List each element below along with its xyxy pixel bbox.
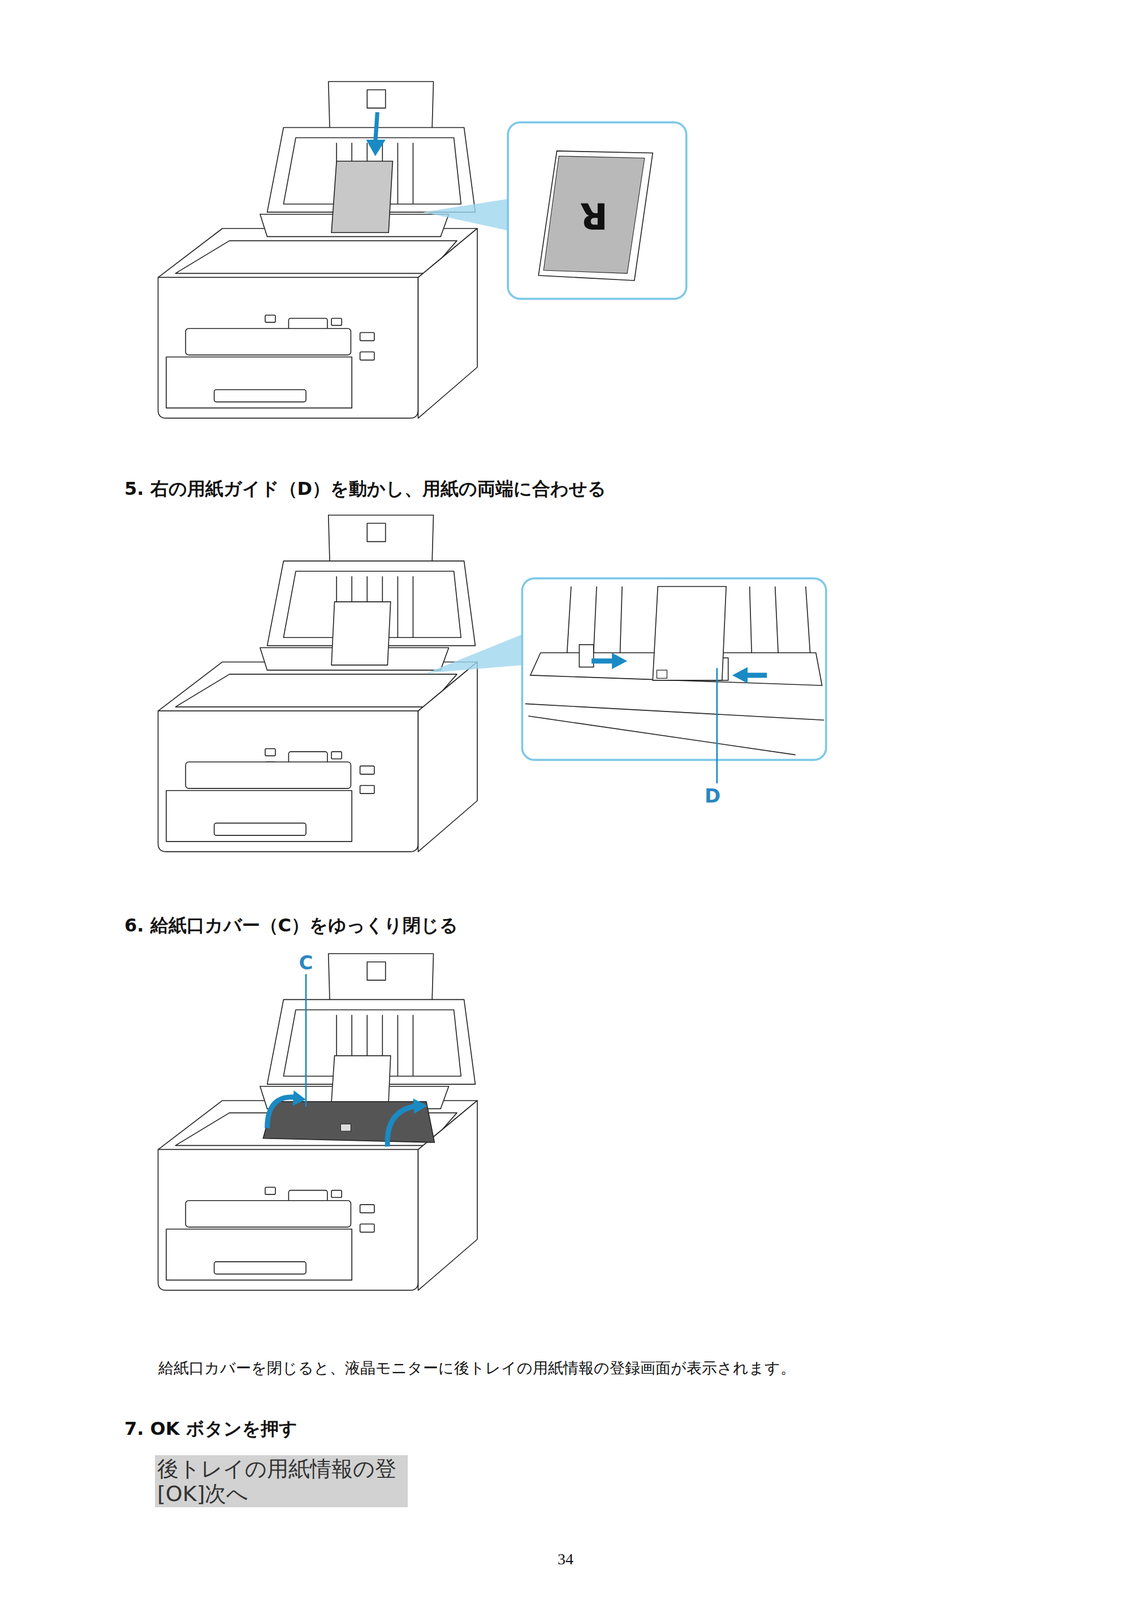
illustration-part [749,586,753,653]
close-arrow-head [292,1090,306,1106]
illustration-part [579,644,594,668]
illustration-part [158,81,827,1290]
paper-mark [656,670,667,679]
inset-tray [525,586,824,755]
paper-letter: R [579,194,608,237]
page-number: 34 [557,1550,574,1569]
paper-sheet [331,601,391,666]
insert-arrow-head [365,139,386,157]
zoom-wedge [426,634,523,674]
move-arrow [591,658,615,664]
paper-sheet [331,161,393,233]
zoom-wedge [422,199,508,231]
paper-face [543,156,645,274]
illustration-part [805,586,811,663]
leader-line [305,973,308,1107]
leader-line [716,667,719,784]
move-arrow [744,672,768,678]
lcd-screen: 後トレイの用紙情報の登[OK]次へ [154,1455,408,1508]
close-arrow-head [412,1098,427,1114]
illustration-part [593,586,597,653]
move-arrow-head [732,666,748,684]
paper-sheet [652,586,727,681]
printer-illustration [158,953,478,1290]
illustration-part [528,715,796,755]
step-heading: 6. 給紙口カバー（C）をゆっくり閉じる [124,913,459,939]
screen-text: 後トレイの用紙情報の登 [157,1456,406,1482]
step-heading: 5. 右の用紙ガイド（D）を動かし、用紙の両端に合わせる [124,476,607,502]
printer-illustration [158,515,478,852]
illustration-part [620,586,623,653]
illustration-part [567,586,572,653]
zoom-inset [507,122,687,299]
insert-arrow [375,111,378,143]
illustration-part [525,703,824,720]
paper-sheet [331,1055,391,1102]
paper-stack [538,150,653,281]
move-arrow-head [611,652,628,669]
screen-text: [OK]次へ [157,1481,406,1506]
note-text: 給紙口カバーを閉じると、液晶モニターに後トレイの用紙情報の登録画面が表示されます… [158,1357,796,1379]
cover-tab [340,1123,351,1131]
callout-letter: D [704,784,721,807]
close-arrow [387,1105,418,1147]
callout-letter: C [299,951,314,974]
step-heading: 7. OK ボタンを押す [124,1416,298,1442]
printer-illustration [158,81,478,418]
illustration-part [775,586,779,653]
zoom-inset [521,578,826,761]
